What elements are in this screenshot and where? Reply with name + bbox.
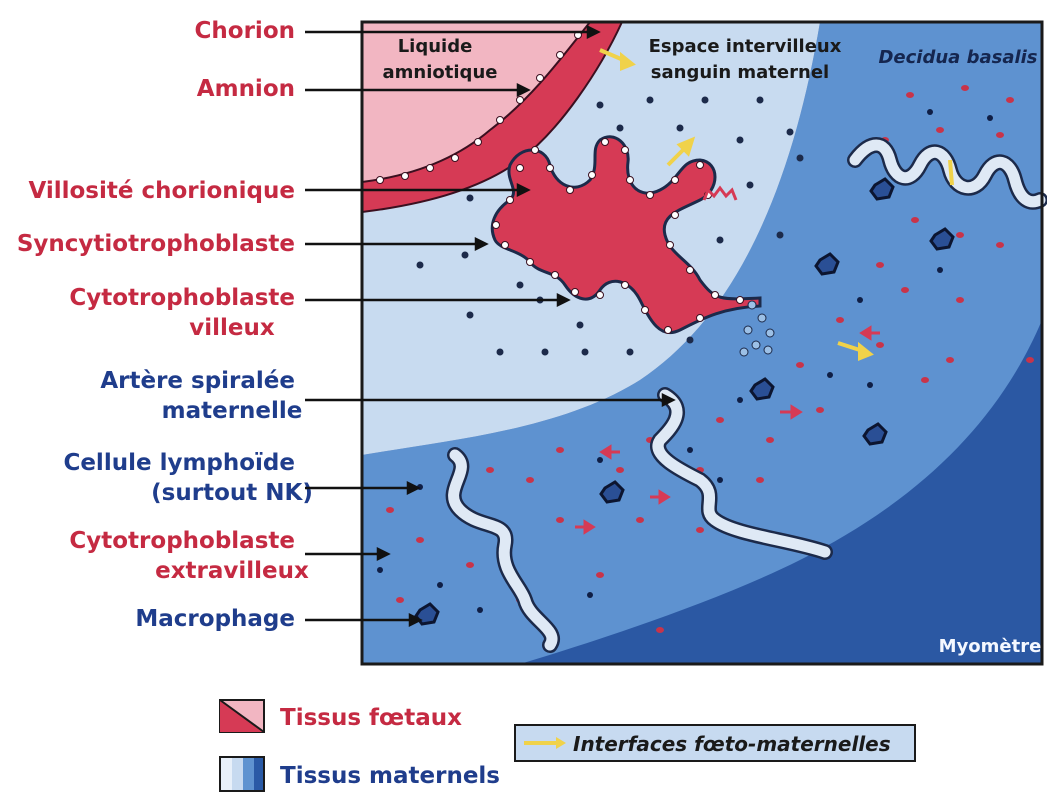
liquide-amniotique-label-1: Liquide: [398, 36, 473, 57]
label-cytotrophoblaste-extravilleux-2: extravilleux: [155, 558, 309, 584]
label-artere-spiralee-2: maternelle: [162, 398, 303, 424]
legend: Tissus fœtaux Tissus maternels Interface…: [220, 700, 915, 791]
label-chorion: Chorion: [195, 18, 295, 44]
legend-maternal-swatch: [220, 757, 264, 791]
legend-fetal-swatch: [220, 700, 264, 732]
myometre-label: Myomètre: [939, 636, 1042, 657]
label-syncytiotrophoblaste: Syncytiotrophoblaste: [17, 231, 295, 257]
legend-maternal-label: Tissus maternels: [280, 763, 500, 789]
espace-intervilleux-label-2: sanguin maternel: [651, 62, 829, 83]
decidua-basalis-label: Decidua basalis: [878, 47, 1037, 68]
label-cytotrophoblaste-villeux-2: villeux: [189, 315, 275, 341]
liquide-amniotique-label-2: amniotique: [383, 62, 498, 83]
legend-interfaces-label: Interfaces fœto-maternelles: [573, 732, 891, 756]
legend-interfaces-box: Interfaces fœto-maternelles: [515, 725, 915, 761]
label-cytotrophoblaste-extravilleux-1: Cytotrophoblaste: [69, 528, 295, 554]
illustration: [362, 22, 1042, 664]
label-amnion: Amnion: [197, 76, 295, 102]
label-artere-spiralee-1: Artère spiralée: [100, 368, 295, 394]
label-macrophage: Macrophage: [135, 606, 295, 632]
label-cellule-lymphoide-2: (surtout NK): [151, 480, 313, 506]
espace-intervilleux-label-1: Espace intervilleux: [649, 36, 842, 57]
label-cytotrophoblaste-villeux-1: Cytotrophoblaste: [69, 285, 295, 311]
label-cellule-lymphoide-1: Cellule lymphoïde: [63, 450, 295, 476]
legend-fetal-label: Tissus fœtaux: [280, 705, 462, 731]
side-labels: Chorion Amnion Villosité chorionique Syn…: [17, 18, 313, 632]
label-villosite-chorionique: Villosité chorionique: [28, 178, 295, 204]
